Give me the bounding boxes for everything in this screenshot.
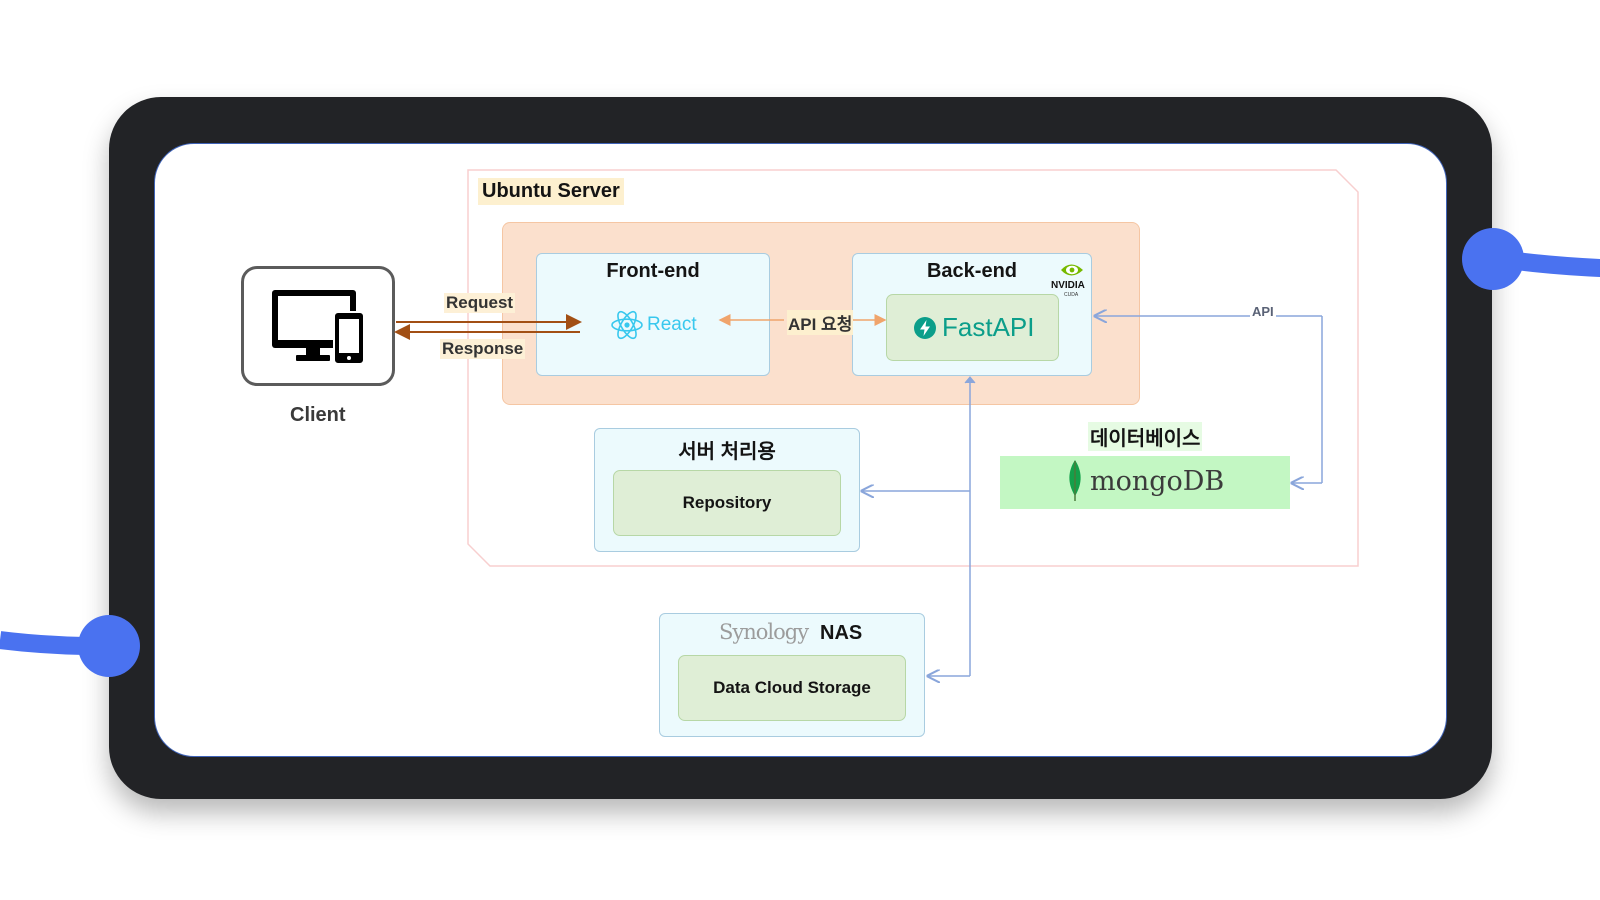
ubuntu-server-title: Ubuntu Server bbox=[478, 178, 624, 205]
desktop-mobile-icon bbox=[272, 290, 365, 364]
fastapi-icon bbox=[914, 317, 936, 339]
nas-title: NAS bbox=[820, 622, 863, 644]
synology-logo: Synology bbox=[719, 620, 809, 644]
api-request-label: API 요청 bbox=[787, 310, 854, 335]
mongodb-label: mongoDB bbox=[1090, 466, 1225, 497]
right-connector-dot bbox=[1462, 228, 1524, 290]
cuda-label: CUDA bbox=[1064, 292, 1079, 298]
response-label: Response bbox=[440, 339, 526, 359]
mongodb-bar bbox=[1000, 456, 1290, 509]
fastapi-label: FastAPI bbox=[942, 312, 1035, 342]
backend-up-arrowhead bbox=[964, 376, 976, 384]
react-label: React bbox=[647, 314, 697, 335]
mongodb-leaf-icon bbox=[1069, 460, 1081, 501]
react-icon bbox=[611, 310, 643, 340]
repository-box: Repository bbox=[613, 470, 841, 536]
nvidia-logo-icon bbox=[1061, 264, 1083, 276]
request-label: Request bbox=[444, 293, 516, 313]
client-device bbox=[241, 266, 395, 386]
left-connector-dot bbox=[78, 615, 140, 677]
backend-title: Back-end bbox=[926, 260, 1018, 282]
database-title: 데이터베이스 bbox=[1088, 422, 1203, 451]
client-label: Client bbox=[290, 404, 346, 426]
server-processing-title: 서버 처리용 bbox=[678, 441, 776, 463]
frontend-title: Front-end bbox=[606, 260, 700, 282]
data-cloud-storage-box: Data Cloud Storage bbox=[678, 655, 906, 721]
nvidia-label: NVIDIA bbox=[1051, 280, 1085, 291]
left-connector-line bbox=[0, 631, 86, 655]
data-cloud-storage-label: Data Cloud Storage bbox=[713, 678, 871, 697]
api-label: API bbox=[1250, 304, 1276, 319]
repository-label: Repository bbox=[682, 493, 772, 512]
